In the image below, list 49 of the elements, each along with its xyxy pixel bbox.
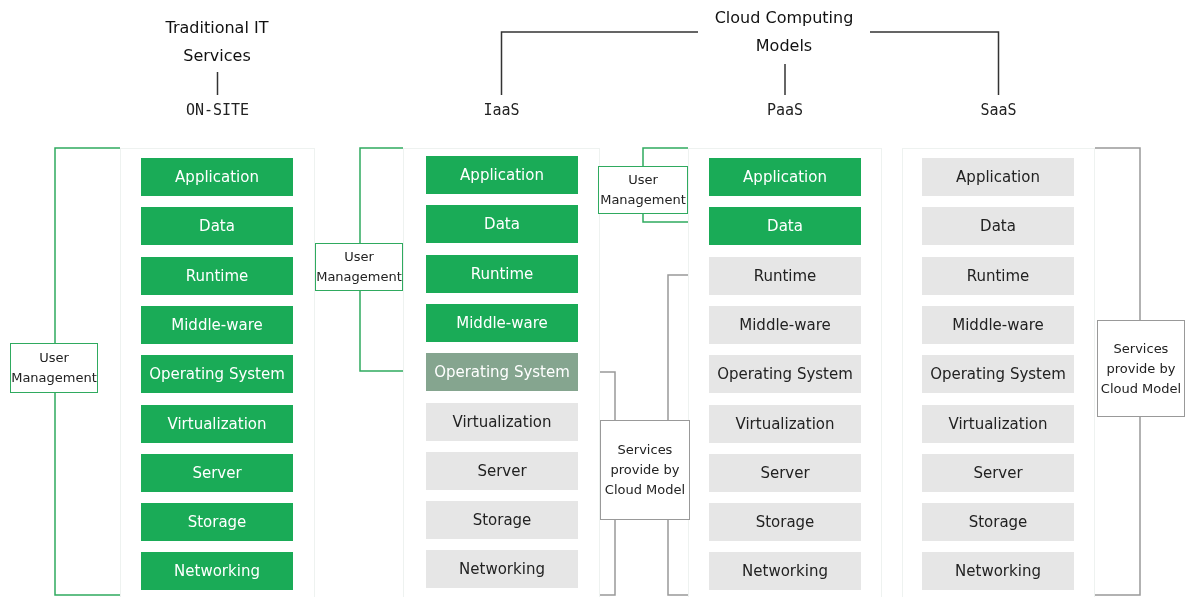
column-label: SaaS xyxy=(979,101,1018,119)
layer-box: Application xyxy=(141,158,293,196)
layer-box: Storage xyxy=(709,503,861,542)
layer-box: Middle-ware xyxy=(426,303,578,342)
layer-box: Server xyxy=(922,453,1074,492)
layer-box: Storage xyxy=(922,503,1074,542)
layer-box: Application xyxy=(922,158,1074,196)
layer-box: Application xyxy=(426,156,578,194)
connector-line xyxy=(500,31,699,96)
layer-box: Data xyxy=(922,207,1074,246)
layer-box: Operating System xyxy=(426,353,578,392)
layer-box: Storage xyxy=(426,501,578,540)
connector-line xyxy=(216,71,219,96)
layer-box: Runtime xyxy=(426,254,578,293)
connector-line xyxy=(869,31,1000,96)
layer-box: Networking xyxy=(426,550,578,589)
column-label: IaaS xyxy=(482,101,521,119)
column-label: ON-SITE xyxy=(184,101,251,119)
layer-box: Runtime xyxy=(709,256,861,295)
layer-box: Data xyxy=(141,207,293,246)
callout-box: User Management xyxy=(315,243,403,291)
layer-box: Runtime xyxy=(141,256,293,295)
layer-box: Networking xyxy=(141,552,293,591)
layer-box: Server xyxy=(141,453,293,492)
layer-box: Middle-ware xyxy=(922,305,1074,344)
callout-box: User Management xyxy=(598,166,688,214)
layer-box: Middle-ware xyxy=(709,305,861,344)
column-label: PaaS xyxy=(765,101,805,119)
layer-box: Operating System xyxy=(709,355,861,394)
callout-box: Services provide by Cloud Model xyxy=(1097,320,1185,417)
layer-box: Networking xyxy=(709,552,861,591)
layer-box: Virtualization xyxy=(922,404,1074,443)
layer-box: Operating System xyxy=(922,355,1074,394)
layer-box: Application xyxy=(709,158,861,196)
layer-box: Storage xyxy=(141,503,293,542)
layer-box: Virtualization xyxy=(141,404,293,443)
layer-box: Virtualization xyxy=(426,402,578,441)
layer-box: Server xyxy=(709,453,861,492)
callout-box: Services provide by Cloud Model xyxy=(600,420,690,520)
layer-box: Virtualization xyxy=(709,404,861,443)
layer-box: Data xyxy=(709,207,861,246)
layer-box: Operating System xyxy=(141,355,293,394)
layer-box: Runtime xyxy=(922,256,1074,295)
layer-box: Data xyxy=(426,205,578,244)
callout-box: User Management xyxy=(10,343,98,393)
layer-box: Networking xyxy=(922,552,1074,591)
layer-box: Middle-ware xyxy=(141,305,293,344)
connector-line xyxy=(784,63,786,96)
layer-box: Server xyxy=(426,451,578,490)
